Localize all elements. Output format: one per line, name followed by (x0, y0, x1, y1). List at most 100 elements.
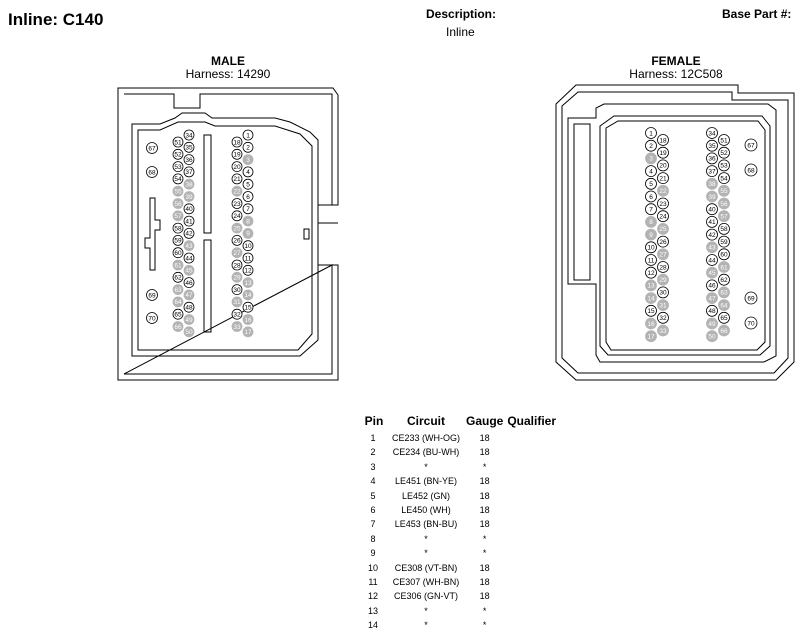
svg-text:22: 22 (233, 189, 241, 196)
cell-pin: 3 (370, 461, 376, 472)
cell-circuit: CE307 (WH-BN) (392, 577, 460, 588)
svg-text:47: 47 (708, 295, 716, 302)
cell-gauge: * (482, 605, 487, 616)
svg-text:41: 41 (185, 218, 193, 225)
male-pin-49: 49 (183, 314, 195, 325)
male-pin-40: 40 (183, 203, 195, 215)
svg-text:7: 7 (246, 206, 250, 213)
svg-text:64: 64 (720, 302, 728, 309)
svg-text:25: 25 (659, 226, 667, 233)
svg-text:13: 13 (244, 280, 252, 287)
female-pin-11: 11 (645, 254, 657, 266)
female-pin-48: 48 (706, 304, 718, 317)
male-pin-19: 19 (231, 148, 243, 160)
header-circuit: Circuit (406, 414, 445, 428)
svg-text:36: 36 (185, 157, 193, 164)
cell-qualifier (505, 532, 558, 546)
male-pin-2: 2 (242, 141, 254, 153)
female-pin-47: 47 (706, 292, 718, 305)
cell-pin: 5 (370, 490, 376, 501)
svg-text:43: 43 (185, 243, 193, 250)
female-pin-12: 12 (645, 266, 657, 279)
header-pin: Pin (364, 414, 384, 428)
female-pin-45: 45 (706, 266, 718, 279)
svg-text:23: 23 (233, 201, 241, 208)
cell-circuit: LE451 (BN-YE) (394, 476, 458, 487)
male-pin-23: 23 (231, 198, 243, 209)
svg-text:61: 61 (720, 264, 728, 271)
female-pin-20: 20 (657, 159, 669, 172)
male-pin-group: 5152535455565758596061626364656634353637… (146, 129, 254, 338)
male-pin-43: 43 (183, 240, 195, 252)
svg-text:66: 66 (174, 324, 182, 331)
male-pin-69: 69 (146, 289, 158, 301)
svg-text:12: 12 (244, 268, 252, 275)
male-pin-66: 66 (172, 321, 184, 332)
male-pin-1: 1 (242, 129, 254, 141)
male-pin-56: 56 (172, 198, 184, 209)
male-pin-20: 20 (231, 161, 243, 173)
male-pin-59: 59 (172, 234, 184, 246)
female-pin-40: 40 (706, 203, 718, 216)
male-pin-10: 10 (242, 240, 254, 252)
cell-pin: 6 (370, 505, 376, 516)
svg-text:19: 19 (659, 150, 667, 157)
cell-circuit: * (424, 620, 428, 631)
male-pin-47: 47 (183, 289, 195, 301)
male-pin-32: 32 (231, 308, 243, 320)
female-pin-38: 38 (706, 177, 718, 190)
cell-circuit: CE308 (VT-BN) (394, 562, 458, 573)
male-pin-53: 53 (172, 161, 184, 173)
svg-text:68: 68 (747, 167, 755, 174)
male-pin-41: 41 (183, 215, 195, 227)
svg-text:14: 14 (647, 295, 655, 302)
header-gauge: Gauge (466, 414, 504, 428)
svg-text:18: 18 (659, 137, 667, 144)
svg-text:42: 42 (708, 232, 716, 239)
svg-text:57: 57 (174, 213, 182, 220)
pin-table-header: Pin Circuit Gauge Qualifier (360, 414, 558, 431)
female-pin-49: 49 (706, 317, 718, 330)
female-pin-58: 58 (718, 222, 730, 235)
svg-text:60: 60 (720, 252, 728, 259)
cell-gauge: * (482, 461, 487, 472)
svg-text:69: 69 (148, 292, 156, 299)
svg-text:30: 30 (233, 287, 241, 294)
svg-text:21: 21 (659, 175, 667, 182)
svg-text:34: 34 (185, 132, 193, 139)
male-pin-34: 34 (183, 129, 195, 141)
svg-text:55: 55 (720, 188, 728, 195)
cell-circuit: * (424, 461, 428, 472)
cell-gauge: * (482, 533, 487, 544)
cell-pin: 12 (367, 591, 378, 602)
male-pin-68: 68 (146, 166, 158, 178)
svg-text:11: 11 (245, 255, 252, 262)
male-pin-38: 38 (183, 178, 195, 190)
male-pin-6: 6 (242, 191, 254, 202)
svg-text:16: 16 (647, 321, 655, 328)
svg-text:45: 45 (708, 270, 716, 277)
connector-diagram: 5152535455565758596061626364656634353637… (117, 84, 795, 381)
svg-text:6: 6 (246, 194, 250, 201)
cell-pin: 7 (370, 519, 376, 530)
male-pin-29: 29 (231, 271, 243, 283)
cell-gauge: 18 (479, 490, 490, 501)
svg-text:17: 17 (647, 334, 655, 341)
male-pin-33: 33 (231, 321, 243, 332)
cell-qualifier (505, 561, 558, 575)
svg-text:51: 51 (174, 139, 182, 146)
male-pin-24: 24 (231, 210, 243, 222)
female-pin-2: 2 (645, 139, 657, 152)
svg-text:32: 32 (233, 312, 241, 319)
female-pin-56: 56 (718, 197, 730, 210)
female-pin-25: 25 (657, 222, 669, 235)
male-pin-55: 55 (172, 185, 184, 197)
female-pin-39: 39 (706, 190, 718, 203)
svg-text:41: 41 (708, 219, 716, 226)
male-pin-65: 65 (172, 308, 184, 320)
svg-text:35: 35 (708, 143, 716, 150)
female-pin-13: 13 (645, 279, 657, 292)
